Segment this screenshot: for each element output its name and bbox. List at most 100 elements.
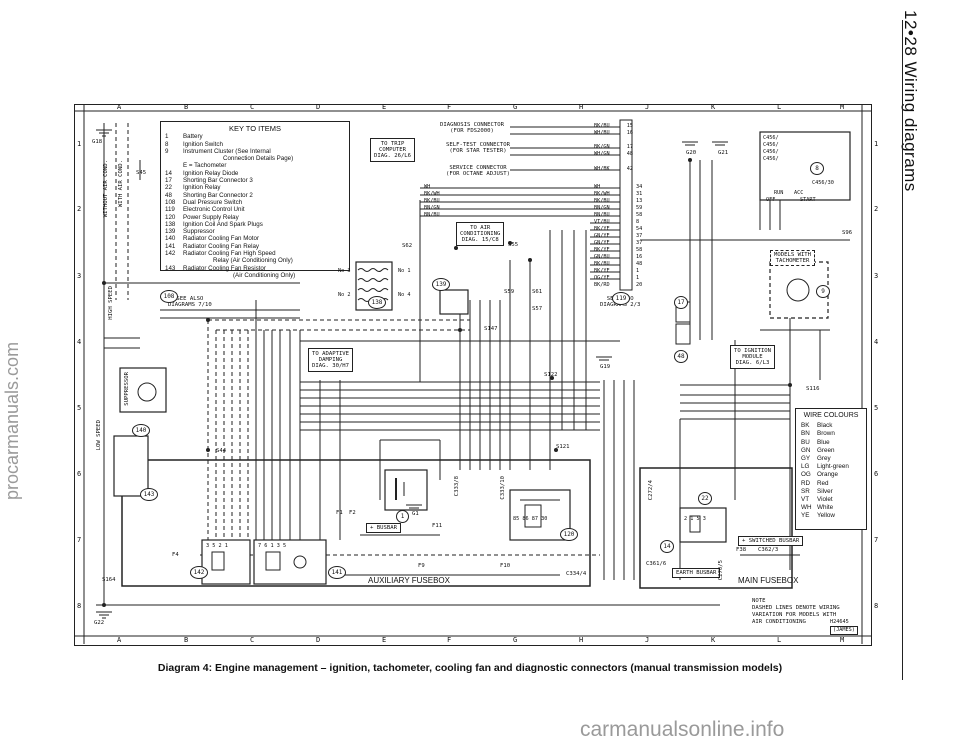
- grid-col-top-g: G: [513, 103, 518, 111]
- grid-col-top-e: E: [382, 103, 387, 111]
- ground-g18: G18: [92, 139, 103, 145]
- ground-g22: G22: [94, 620, 105, 626]
- ecu-wire-list-left: WH BK/WH BK/BU BN/GN BN/BU: [424, 184, 440, 218]
- trip-computer-ref: TO TRIP COMPUTER DIAG. 26/L6: [370, 138, 416, 162]
- component-143-fan-resistor: 143: [140, 488, 158, 501]
- relay-22-pins: 2 1 5 3: [684, 516, 706, 522]
- relay-142-pins: 3 5 2 1: [206, 543, 228, 549]
- splice-s122: S122: [544, 372, 558, 378]
- key-title: KEY TO ITEMS: [228, 124, 282, 133]
- splice-s45: S45: [136, 170, 147, 176]
- splice-s164: S164: [102, 577, 116, 583]
- connector-c334: C334/4: [566, 571, 587, 577]
- ignition-switch-start: START: [800, 197, 816, 203]
- component-22-ignition-relay: 22: [698, 492, 712, 505]
- grid-col-bottom-k: K: [711, 636, 716, 644]
- splice-s57: S57: [532, 306, 543, 312]
- grid-col-bottom-f: F: [447, 636, 452, 644]
- component-108-dual-pressure-switch: 108: [160, 290, 178, 303]
- grid-row-left-3: 3: [77, 272, 82, 280]
- component-141-fan-relay: 141: [328, 566, 346, 579]
- diagram-frame: [74, 104, 872, 646]
- fuse-f38: F38: [736, 547, 747, 553]
- grid-col-bottom-d: D: [316, 636, 321, 644]
- component-14-relay-diode: 14: [660, 540, 674, 553]
- ground-g21: G21: [718, 150, 729, 156]
- connector-c272: C272/4: [648, 480, 654, 501]
- component-8-ignition-switch: 8: [810, 162, 824, 175]
- watermark-bottom: carmanualsonline.info: [580, 718, 785, 741]
- splice-s96: S96: [842, 230, 853, 236]
- splice-s121: S121: [556, 444, 570, 450]
- grid-col-bottom-a: A: [117, 636, 122, 644]
- coil-pin-no3: No 3: [338, 268, 351, 274]
- grid-row-right-6: 6: [874, 470, 879, 478]
- grid-row-right-7: 7: [874, 536, 879, 544]
- with-air-cond-label: WITH AIR COND.: [118, 160, 124, 208]
- grid-col-bottom-m: M: [840, 636, 845, 644]
- grid-row-left-8: 8: [77, 602, 82, 610]
- splice-s147: S147: [484, 326, 498, 332]
- grid-row-right-3: 3: [874, 272, 879, 280]
- grid-row-left-6: 6: [77, 470, 82, 478]
- component-138-ignition-coil: 138: [368, 296, 386, 309]
- grid-col-top-d: D: [316, 103, 321, 111]
- air-conditioning-ref: TO AIR CONDITIONING DIAG. 15/C8: [456, 222, 505, 246]
- grid-col-bottom-h: H: [579, 636, 584, 644]
- grid-col-top-h: H: [579, 103, 584, 111]
- ignition-switch-off: OFF: [766, 197, 776, 203]
- component-139-suppressor: 139: [432, 278, 450, 291]
- ignition-switch-acc: ACC: [794, 190, 804, 196]
- grid-col-top-j: J: [645, 103, 650, 111]
- ground-g1: G1: [412, 511, 419, 517]
- grid-row-right-5: 5: [874, 404, 879, 412]
- grid-row-right-4: 4: [874, 338, 879, 346]
- grid-col-top-k: K: [711, 103, 716, 111]
- ignition-switch-c456-30: C456/30: [812, 180, 834, 186]
- relay-141-pins: 7 6 1 3 5: [258, 543, 287, 549]
- diagnosis-connector-label: DIAGNOSIS CONNECTOR (FOR FDS2000): [440, 122, 504, 134]
- grid-col-bottom-e: E: [382, 636, 387, 644]
- splice-s55: S55: [508, 242, 519, 248]
- grid-col-bottom-c: C: [250, 636, 255, 644]
- margin-rule: [902, 20, 903, 680]
- connector-c361: C361/6: [646, 561, 667, 567]
- grid-col-top-c: C: [250, 103, 255, 111]
- grid-col-top-f: F: [447, 103, 452, 111]
- grid-col-bottom-b: B: [184, 636, 189, 644]
- coil-pin-no1: No 1: [398, 268, 411, 274]
- component-17-shorting-bar-3: 17: [674, 296, 688, 309]
- grid-row-left-7: 7: [77, 536, 82, 544]
- grid-col-top-b: B: [184, 103, 189, 111]
- diagram-ref: H24645 (JAMES): [830, 619, 858, 635]
- grid-row-left-1: 1: [77, 140, 82, 148]
- component-140-fan-motor: 140: [132, 424, 150, 437]
- note-block: NOTE DASHED LINES DENOTE WIRING VARIATIO…: [752, 598, 840, 625]
- grid-col-top-m: M: [840, 103, 845, 111]
- suppressor-label: SUPPRESSOR: [124, 372, 130, 406]
- grid-row-left-2: 2: [77, 205, 82, 213]
- component-1-battery: 1: [396, 510, 409, 523]
- adaptive-damping-ref: TO ADAPTIVE DAMPING DIAG. 30/H7: [308, 348, 354, 372]
- grid-col-top-a: A: [117, 103, 122, 111]
- connector-c362: C362/3: [758, 547, 779, 553]
